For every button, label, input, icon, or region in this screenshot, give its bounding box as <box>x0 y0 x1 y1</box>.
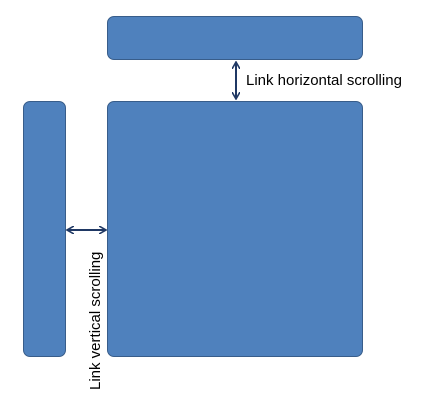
vertical-scrolling-label: Link vertical scrolling <box>87 251 104 390</box>
horizontal-header-panel <box>107 16 363 60</box>
vertical-header-panel <box>23 101 66 357</box>
horizontal-scrolling-label: Link horizontal scrolling <box>246 72 402 89</box>
main-content-panel <box>107 101 363 357</box>
